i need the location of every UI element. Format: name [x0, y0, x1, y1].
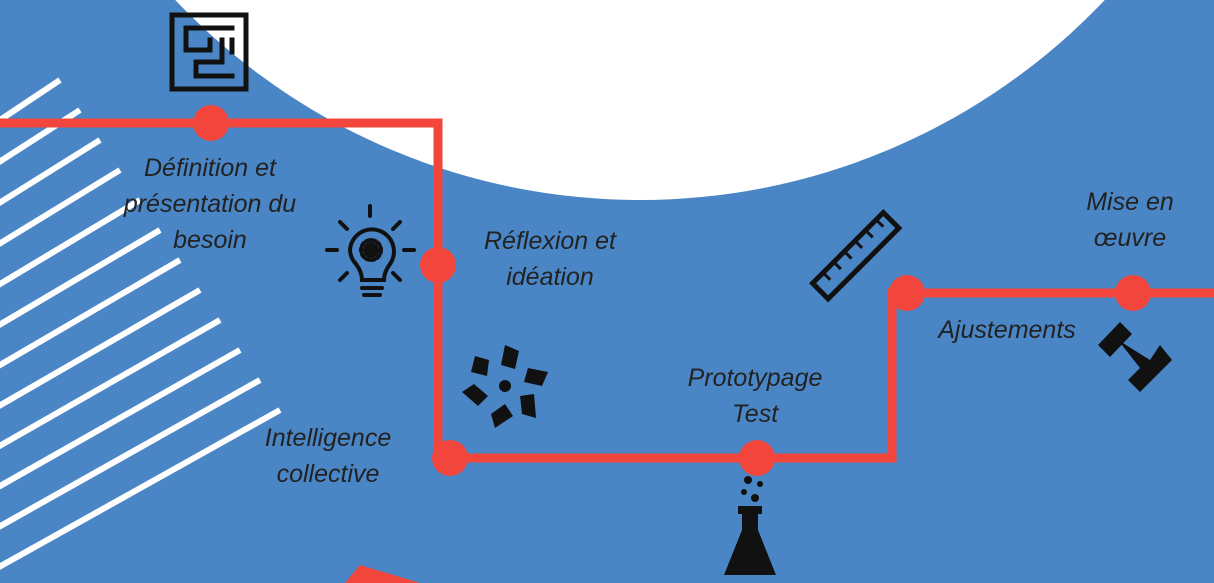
process-path — [0, 118, 1214, 463]
label-definition: Définition et présentation du besoin — [90, 150, 330, 258]
node-ajustements — [889, 275, 925, 311]
label-intelligence: Intelligence collective — [238, 420, 418, 492]
node-intelligence — [432, 440, 468, 476]
label-reflexion: Réflexion et idéation — [455, 223, 645, 295]
ruler-icon — [809, 209, 903, 303]
lightbulb-gear-icon — [325, 204, 416, 297]
node-reflexion — [420, 247, 456, 283]
label-prototypage: Prototypage Test — [655, 360, 855, 432]
maze-icon — [169, 12, 249, 92]
label-line: besoin — [173, 226, 247, 254]
label-line: Définition et — [143, 154, 277, 182]
label-line: Mise en — [1086, 188, 1174, 216]
hands-circle-icon — [462, 345, 548, 428]
node-prototypage — [739, 440, 775, 476]
stripe-pattern — [0, 77, 282, 583]
plunger-icon — [1098, 322, 1172, 392]
node-definition — [193, 105, 229, 141]
white-circle — [175, 0, 1105, 200]
label-line: présentation du — [123, 190, 297, 218]
label-ajustements: Ajustements — [912, 312, 1102, 348]
label-line: œuvre — [1093, 224, 1167, 252]
label-line: Ajustements — [938, 316, 1076, 344]
node-group — [193, 105, 1151, 476]
label-line: collective — [276, 460, 380, 488]
label-line: idéation — [506, 263, 594, 291]
label-mise-en-oeuvre: Mise en œuvre — [1055, 184, 1205, 256]
label-line: Test — [731, 400, 779, 428]
red-fragment — [345, 565, 420, 583]
flask-icon — [724, 476, 776, 575]
label-line: Intelligence — [264, 424, 392, 452]
label-line: Réflexion et — [483, 227, 617, 255]
node-mise-en-oeuvre — [1115, 275, 1151, 311]
label-line: Prototypage — [687, 364, 823, 392]
